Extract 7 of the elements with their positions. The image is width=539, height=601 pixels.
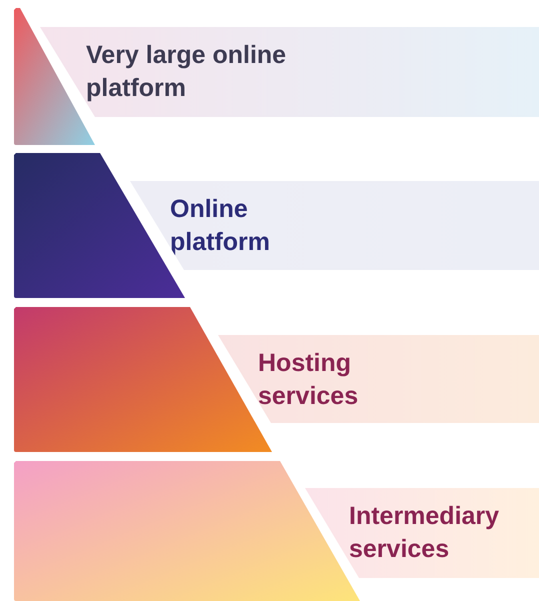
tier-label: Intermediary services [349, 501, 500, 565]
tier-label: Hosting services [258, 348, 360, 412]
tier-band [305, 488, 539, 578]
tier-band [218, 335, 539, 423]
tier-label: Very large online platform [86, 40, 288, 104]
tier-band [130, 181, 539, 270]
tier-label: Online platform [170, 194, 271, 258]
